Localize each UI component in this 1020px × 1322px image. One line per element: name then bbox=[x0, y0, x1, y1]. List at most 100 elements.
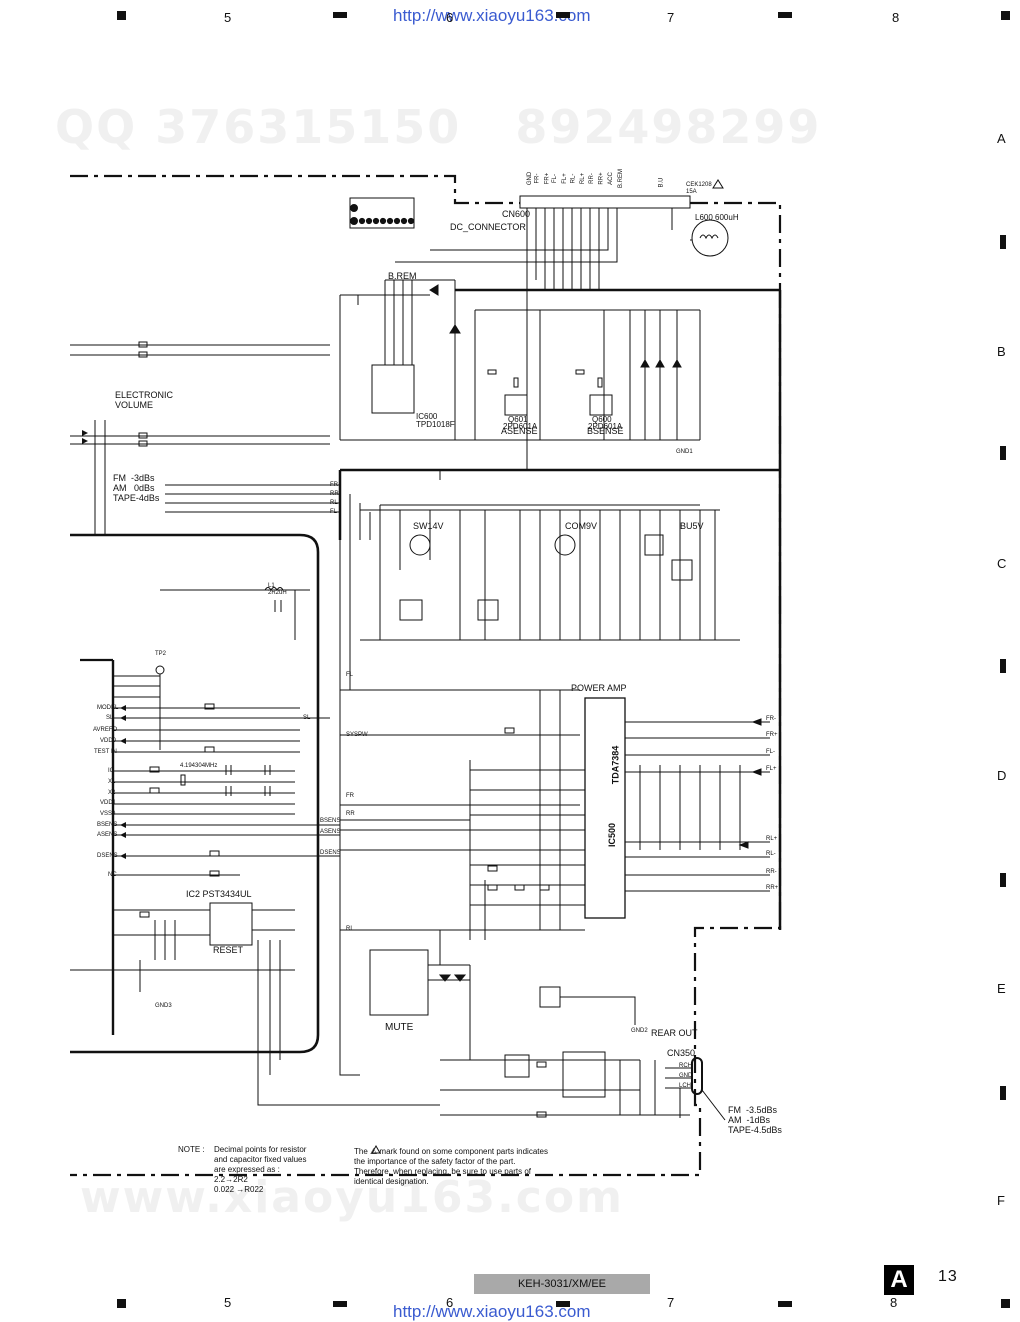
micro-pin: DSENS bbox=[97, 853, 118, 859]
com9v-label: COM9V bbox=[565, 521, 598, 531]
registration-mark bbox=[1000, 659, 1006, 673]
tp2-label: TP2 bbox=[155, 651, 167, 657]
micro-pin: VDD1 bbox=[100, 800, 117, 806]
cn600-pin: B.U bbox=[658, 177, 665, 188]
l600-label: L600 600uH bbox=[695, 213, 739, 222]
q601-label: Q601 bbox=[508, 415, 528, 424]
cek-fuse-label: CEK1208 15A bbox=[686, 182, 712, 195]
row-letter: A bbox=[997, 131, 1006, 146]
row-letter: E bbox=[997, 981, 1006, 996]
brem-label: B.REM bbox=[388, 271, 417, 281]
micro-pin: IC bbox=[108, 768, 114, 774]
column-number: 5 bbox=[224, 10, 232, 25]
registration-mark bbox=[117, 11, 126, 20]
dc-connector-label: DC_CONNECTOR bbox=[450, 222, 526, 232]
watermark-site: www.xiaoyu163.com bbox=[80, 1172, 624, 1223]
ic600-part: TPD1018F bbox=[416, 420, 455, 429]
registration-mark bbox=[1000, 446, 1006, 460]
column-number: 8 bbox=[890, 1295, 898, 1310]
column-number: 7 bbox=[667, 1295, 675, 1310]
registration-mark bbox=[778, 1301, 792, 1307]
bu5v-label: BU5V bbox=[680, 521, 704, 531]
gnd3-label: GND3 bbox=[155, 1003, 172, 1009]
power-amp-label: POWER AMP bbox=[571, 683, 627, 693]
micro-pin: BSENS bbox=[97, 822, 118, 828]
watermark-url: http://www.xiaoyu163.com bbox=[393, 6, 591, 25]
gain-top-label: FM -3dBs AM 0dBs TAPE-4dBs bbox=[113, 473, 160, 503]
q600-label: Q600 bbox=[592, 415, 612, 424]
note-text: Decimal points for resistor and capacito… bbox=[214, 1145, 307, 1194]
bus-signal-label: FL bbox=[330, 509, 338, 515]
row-letter: C bbox=[997, 556, 1007, 571]
watermark-qq: QQ 376315150 892498299 bbox=[55, 100, 822, 154]
electronic-volume-label: ELECTRONIC VOLUME bbox=[115, 390, 174, 410]
tda-label: TDA7384 bbox=[610, 745, 621, 785]
gnd1-label: GND1 bbox=[676, 449, 693, 455]
l1-label: L1 2R2uH bbox=[268, 583, 287, 596]
output-label: RL- bbox=[766, 851, 776, 857]
mute-label: MUTE bbox=[385, 1022, 414, 1033]
rear-pin-label: LCH bbox=[679, 1083, 692, 1089]
bus-signal-label: FR bbox=[330, 482, 338, 488]
bus-signal-label: RR bbox=[330, 491, 339, 497]
ic600-label: IC600 bbox=[416, 412, 438, 421]
registration-mark bbox=[1000, 1086, 1006, 1100]
micro-pin: MODEL bbox=[97, 705, 119, 711]
bus-signal-label: RL bbox=[330, 500, 338, 506]
column-number: 6 bbox=[446, 10, 454, 25]
registration-mark bbox=[1001, 1299, 1010, 1308]
bus-signal-label: FL bbox=[346, 672, 354, 678]
cn600-pin: RR- bbox=[588, 173, 595, 184]
cn600-pin: FR- bbox=[534, 173, 541, 184]
micro-pin: SL bbox=[106, 715, 114, 721]
micro-pin: TEST IN bbox=[94, 749, 117, 755]
output-label: FR- bbox=[766, 716, 776, 722]
micro-pin: ASENS bbox=[97, 832, 118, 838]
rear-out-label: REAR OUT bbox=[651, 1028, 698, 1038]
page-number: 13 bbox=[938, 1268, 958, 1285]
row-letter: B bbox=[997, 344, 1006, 359]
row-letter: F bbox=[997, 1193, 1005, 1208]
model-label: KEH-3031/XM/EE bbox=[474, 1274, 650, 1294]
registration-mark bbox=[556, 1301, 570, 1307]
registration-mark bbox=[556, 12, 570, 18]
gain-bottom-label: FM -3.5dBs AM -1dBs TAPE-4.5dBs bbox=[728, 1105, 782, 1135]
note-title: NOTE : bbox=[178, 1145, 205, 1154]
column-number: 8 bbox=[892, 10, 900, 25]
xtal-label: 4.194304MHz bbox=[180, 763, 218, 769]
gnd2-label: GND2 bbox=[631, 1028, 648, 1034]
safety-note: The ⚠ mark found on some component parts… bbox=[354, 1147, 548, 1186]
registration-mark bbox=[117, 1299, 126, 1308]
registration-mark bbox=[333, 12, 347, 18]
section-tag: A bbox=[884, 1265, 914, 1295]
cn600-pin: ACC bbox=[607, 172, 614, 185]
registration-mark bbox=[333, 1301, 347, 1307]
column-number: 7 bbox=[667, 10, 675, 25]
rear-pin-label: RCH bbox=[679, 1063, 692, 1069]
cn600-pin: RL+ bbox=[580, 172, 587, 185]
registration-mark bbox=[1000, 873, 1006, 887]
column-number: 6 bbox=[446, 1295, 454, 1310]
cn600-label: CN600 bbox=[502, 209, 531, 219]
micro-pin: VDD0 bbox=[100, 738, 117, 744]
ic500-label: IC500 bbox=[607, 822, 618, 848]
sw14v-label: SW14V bbox=[413, 521, 444, 531]
ic2-label: IC2 PST3434UL bbox=[186, 889, 252, 899]
output-label: FR+ bbox=[766, 732, 778, 738]
q600-part: 2PD601A bbox=[588, 422, 623, 431]
registration-mark bbox=[778, 12, 792, 18]
registration-mark bbox=[1001, 11, 1010, 20]
row-letter: D bbox=[997, 768, 1007, 783]
asense-label: ASENSE bbox=[501, 426, 538, 436]
output-label: RL+ bbox=[766, 836, 778, 842]
bus-signal-label: SYSPW bbox=[346, 732, 368, 738]
output-label: RR- bbox=[766, 869, 777, 875]
cn600-pin: RL- bbox=[570, 173, 577, 184]
rear-pin-label: GND bbox=[679, 1073, 693, 1079]
bus-signal-label: BSENS bbox=[320, 818, 341, 824]
output-label: RR+ bbox=[766, 885, 779, 891]
micro-pin: VSS0 bbox=[100, 811, 116, 817]
micro-pin: NC bbox=[108, 872, 117, 878]
bus-signal-label: RL bbox=[346, 926, 354, 932]
